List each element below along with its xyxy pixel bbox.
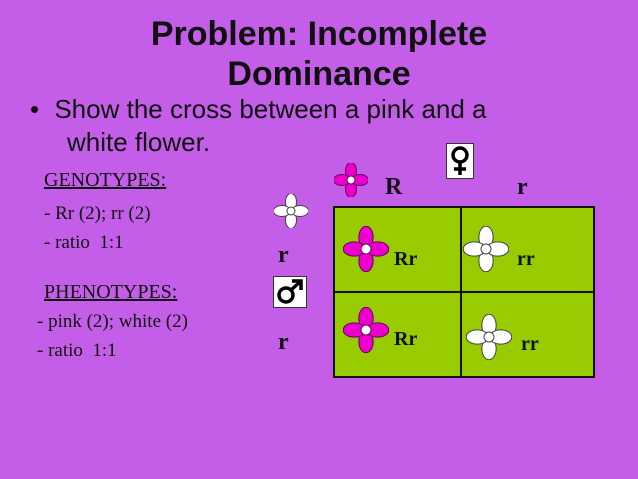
phenotypes-line-2: - ratio 1:1 xyxy=(37,340,117,361)
slide-title: Problem: Incomplete Dominance xyxy=(0,14,638,94)
white-flower-icon xyxy=(463,226,509,272)
bullet-marker: • xyxy=(30,94,40,124)
male-allele-1: r xyxy=(278,242,289,268)
pink-flower-icon xyxy=(334,163,368,197)
cell-genotype-3: Rr xyxy=(394,328,418,350)
bullet-text-1: Show the cross between a pink and a xyxy=(54,94,487,124)
pink-flower-icon xyxy=(343,226,389,272)
cell-genotype-2: rr xyxy=(517,248,535,270)
female-allele-1: R xyxy=(385,174,403,200)
male-allele-2: r xyxy=(278,329,289,355)
title-line-1: Problem: Incomplete xyxy=(150,15,488,53)
pink-flower-icon xyxy=(343,307,389,353)
phenotypes-line-1: - pink (2); white (2) xyxy=(37,311,188,332)
bullet-line-1: • Show the cross between a pink and a xyxy=(30,93,487,126)
grid-divider-horizontal xyxy=(333,291,595,293)
white-flower-icon xyxy=(466,314,512,360)
cell-genotype-4: rr xyxy=(521,333,539,355)
bullet-line-2: white flower. xyxy=(67,127,211,157)
cell-genotype-1: Rr xyxy=(394,248,418,270)
female-allele-2: r xyxy=(517,174,528,200)
phenotypes-heading: PHENOTYPES: xyxy=(44,281,178,303)
genotypes-line-1: - Rr (2); rr (2) xyxy=(44,203,151,224)
male-symbol-icon xyxy=(273,276,307,308)
white-flower-icon xyxy=(274,194,308,228)
genotypes-line-2: - ratio 1:1 xyxy=(44,232,124,253)
female-symbol-icon xyxy=(446,143,474,179)
title-line-2: Dominance xyxy=(227,55,411,93)
genotypes-heading: GENOTYPES: xyxy=(44,169,167,191)
